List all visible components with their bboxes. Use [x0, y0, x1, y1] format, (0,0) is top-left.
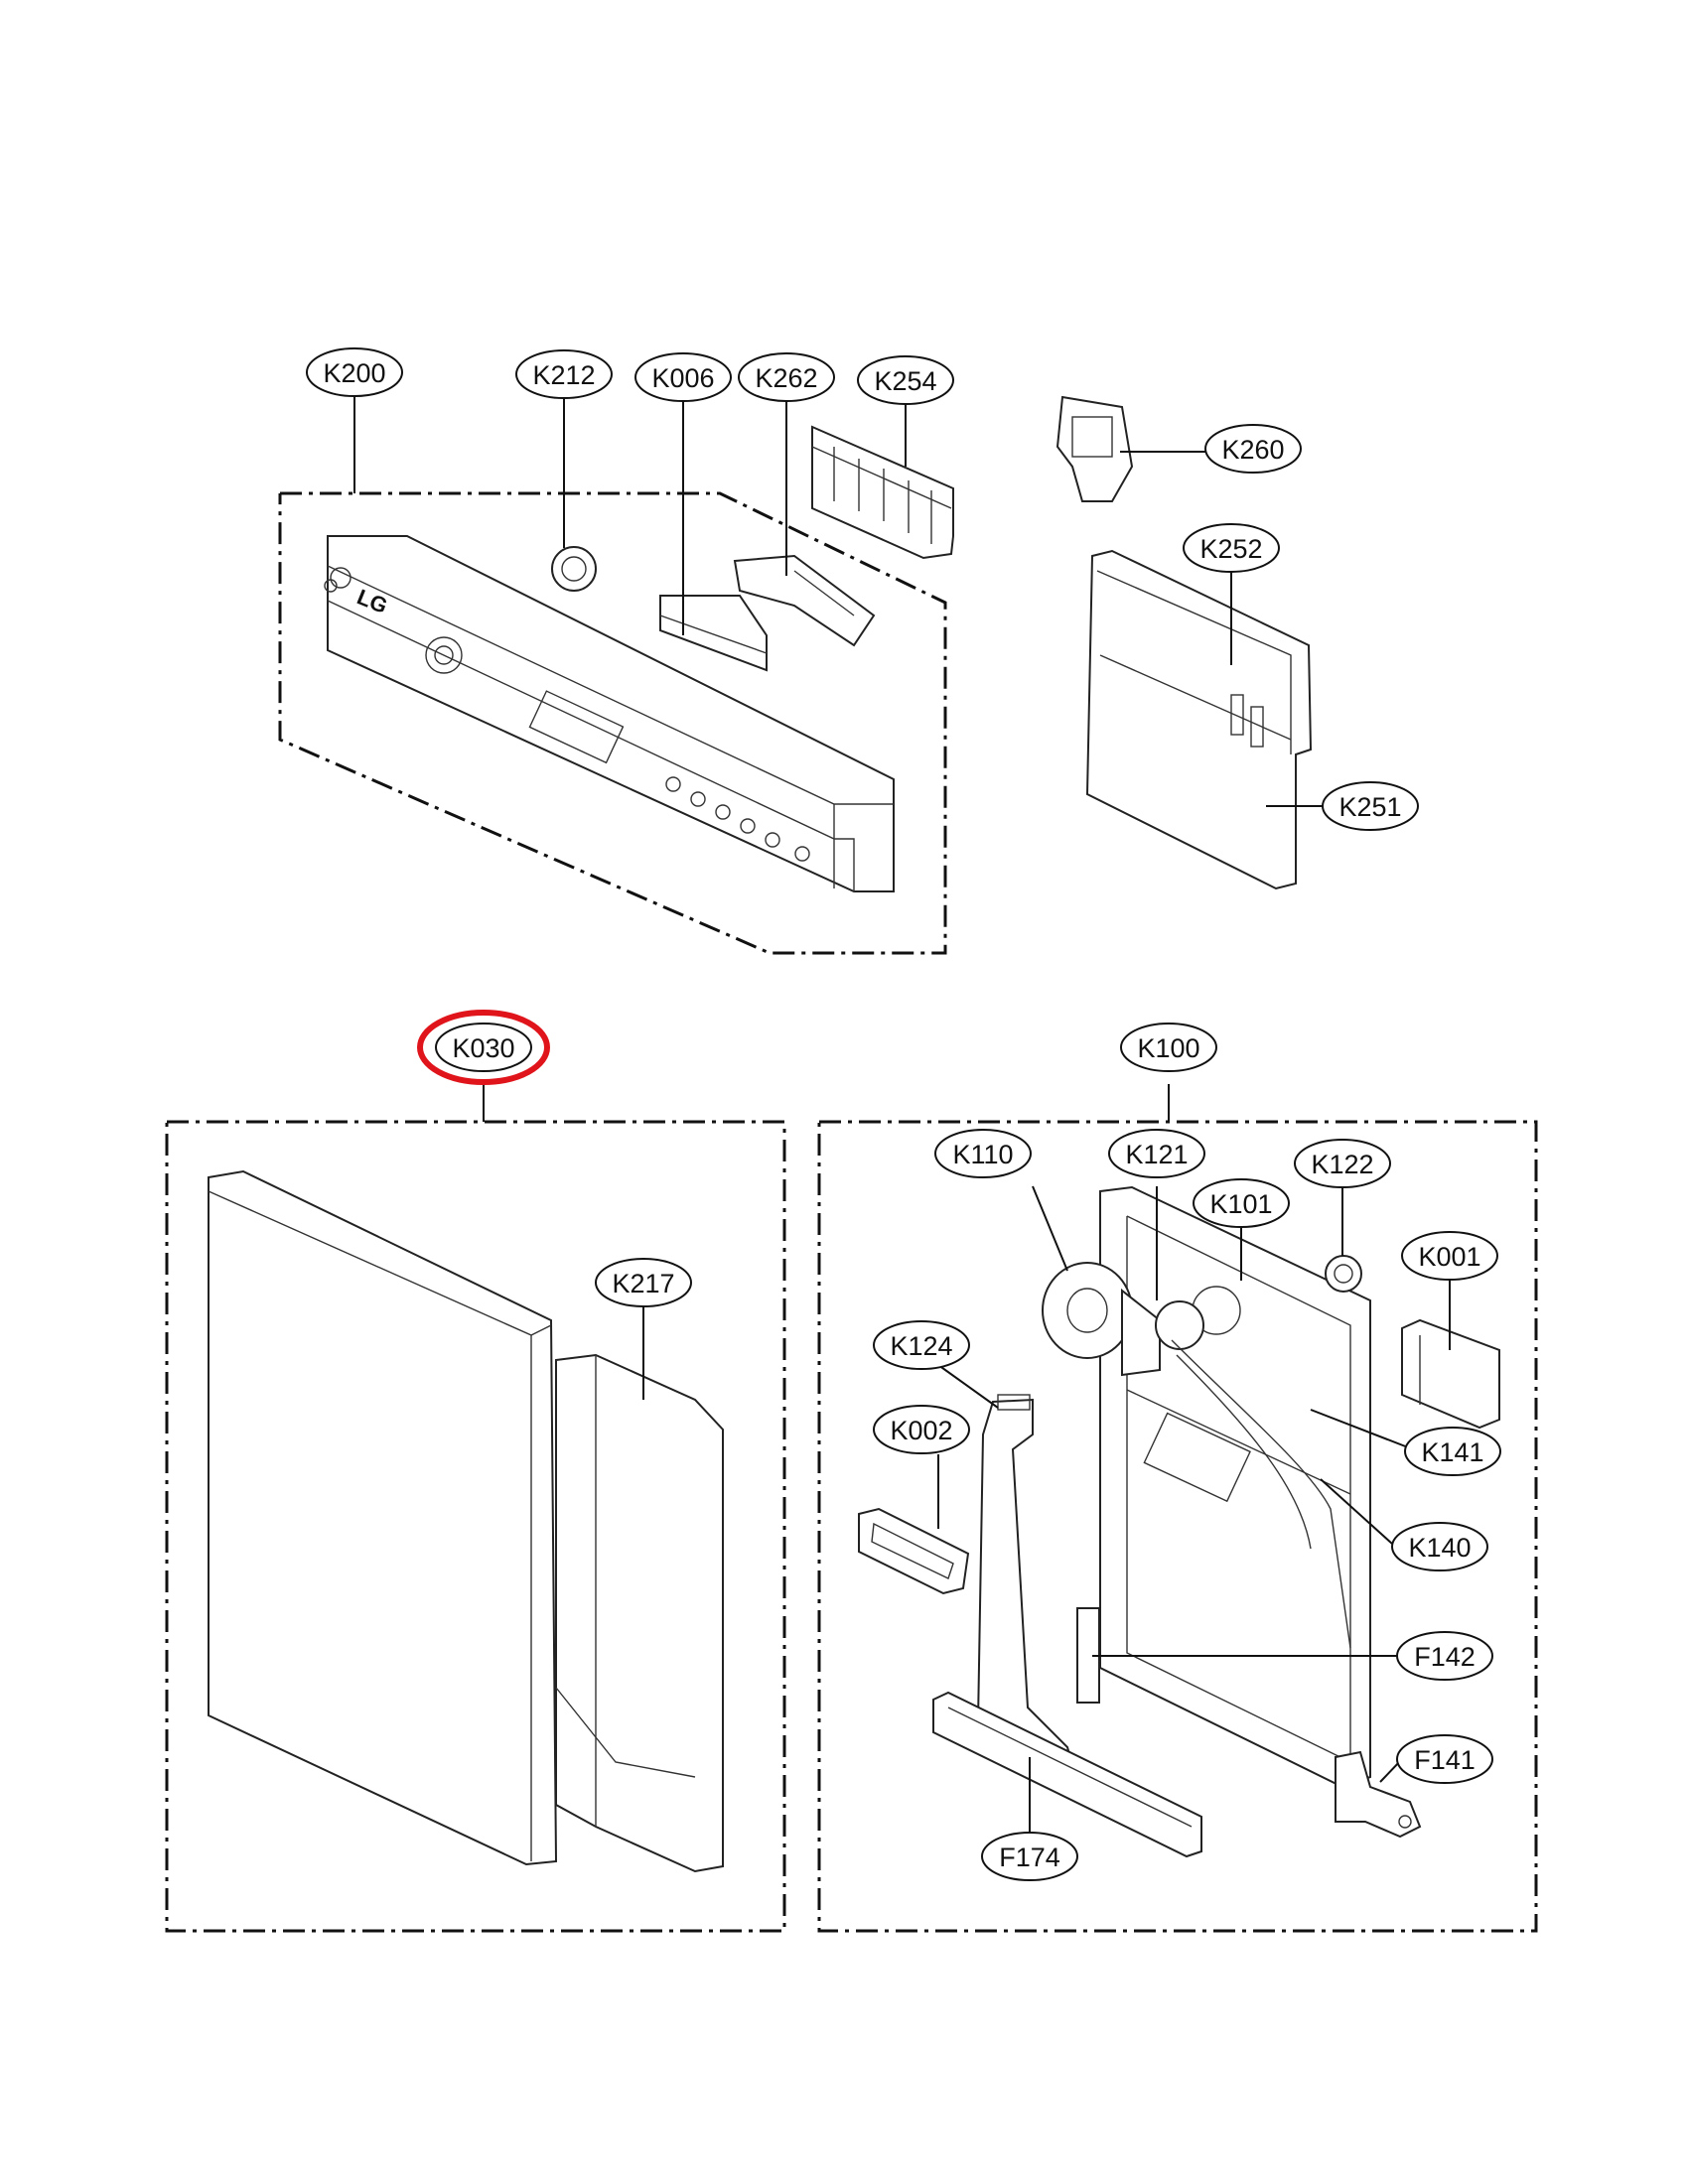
- lg-logo-icon: [330, 567, 352, 589]
- housing-part: [811, 425, 954, 560]
- label-k217: K217: [612, 1269, 674, 1298]
- inner-door-group: [817, 1120, 1538, 1933]
- callout-k260[interactable]: K260: [1204, 424, 1302, 474]
- cap-part: [1325, 1255, 1362, 1293]
- label-k200: K200: [323, 358, 385, 388]
- callout-k124[interactable]: K124: [873, 1320, 970, 1370]
- label-k002: K002: [890, 1416, 952, 1445]
- label-f174: F174: [999, 1843, 1060, 1872]
- control-panel-group: LG: [278, 395, 1313, 955]
- callout-k030[interactable]: K030: [417, 1010, 550, 1085]
- door-group-outline: [165, 1120, 786, 1933]
- clip-part: [659, 595, 768, 672]
- label-k141: K141: [1421, 1437, 1483, 1467]
- callout-k254[interactable]: K254: [857, 355, 954, 405]
- callout-k252[interactable]: K252: [1183, 523, 1280, 573]
- label-k254: K254: [874, 366, 936, 396]
- callout-k141[interactable]: K141: [1404, 1427, 1501, 1476]
- callout-k140[interactable]: K140: [1391, 1522, 1488, 1571]
- callout-f141[interactable]: F141: [1396, 1734, 1493, 1784]
- label-f142: F142: [1414, 1642, 1476, 1672]
- control-module-part: [1085, 549, 1313, 890]
- door-insulation-part: [555, 1353, 724, 1873]
- callout-k121[interactable]: K121: [1108, 1129, 1205, 1178]
- outer-door-panel: [208, 1169, 558, 1866]
- label-k006: K006: [651, 363, 714, 393]
- label-k212: K212: [532, 360, 595, 390]
- callout-k100[interactable]: K100: [1120, 1023, 1217, 1072]
- label-k030: K030: [452, 1033, 514, 1063]
- label-k001: K001: [1418, 1242, 1480, 1272]
- callout-k262[interactable]: K262: [738, 352, 835, 402]
- hinge-part: [1335, 1750, 1422, 1839]
- callout-k200[interactable]: K200: [306, 347, 403, 397]
- control-panel-assembly: LG: [324, 535, 895, 892]
- door-group: [165, 1120, 786, 1933]
- callout-k101[interactable]: K101: [1193, 1178, 1290, 1228]
- knob-ring-part: [551, 546, 597, 592]
- bracket-part: [733, 554, 876, 647]
- label-k121: K121: [1125, 1140, 1188, 1169]
- control-panel-group-outline: [278, 491, 947, 955]
- callout-f174[interactable]: F174: [981, 1832, 1078, 1881]
- callout-k002[interactable]: K002: [873, 1405, 970, 1454]
- label-k124: K124: [890, 1331, 952, 1361]
- label-k262: K262: [755, 363, 817, 393]
- callout-k122[interactable]: K122: [1294, 1139, 1391, 1188]
- label-k100: K100: [1137, 1033, 1199, 1063]
- tube-part: [1171, 1339, 1351, 1649]
- gasket-part: [858, 1507, 970, 1595]
- label-k140: K140: [1408, 1533, 1471, 1563]
- control-buttons: [665, 776, 810, 862]
- callout-k251[interactable]: K251: [1322, 781, 1419, 831]
- k030-highlight-ring: [417, 1010, 550, 1085]
- duct-part: [976, 1394, 1074, 1767]
- leader-lines: [353, 397, 1451, 1832]
- door-module-part: [1401, 1318, 1500, 1430]
- callout-k001[interactable]: K001: [1401, 1231, 1498, 1281]
- callout-k212[interactable]: K212: [515, 349, 613, 399]
- seal-ring-part: [1155, 1300, 1204, 1350]
- label-k122: K122: [1311, 1150, 1373, 1179]
- label-k260: K260: [1221, 435, 1284, 465]
- strip-part: [932, 1691, 1202, 1858]
- label-k101: K101: [1209, 1189, 1272, 1219]
- dispenser-part: [1042, 1262, 1161, 1377]
- callout-k217[interactable]: K217: [595, 1258, 692, 1307]
- label-f141: F141: [1414, 1745, 1476, 1775]
- label-k251: K251: [1338, 792, 1401, 822]
- label-k252: K252: [1199, 534, 1262, 564]
- callout-f142[interactable]: F142: [1396, 1631, 1493, 1681]
- callout-k006[interactable]: K006: [634, 352, 732, 402]
- label-k110: K110: [952, 1140, 1013, 1169]
- callout-k110[interactable]: K110: [934, 1129, 1032, 1178]
- inner-door-group-outline: [817, 1120, 1538, 1933]
- switch-part: [1055, 395, 1134, 502]
